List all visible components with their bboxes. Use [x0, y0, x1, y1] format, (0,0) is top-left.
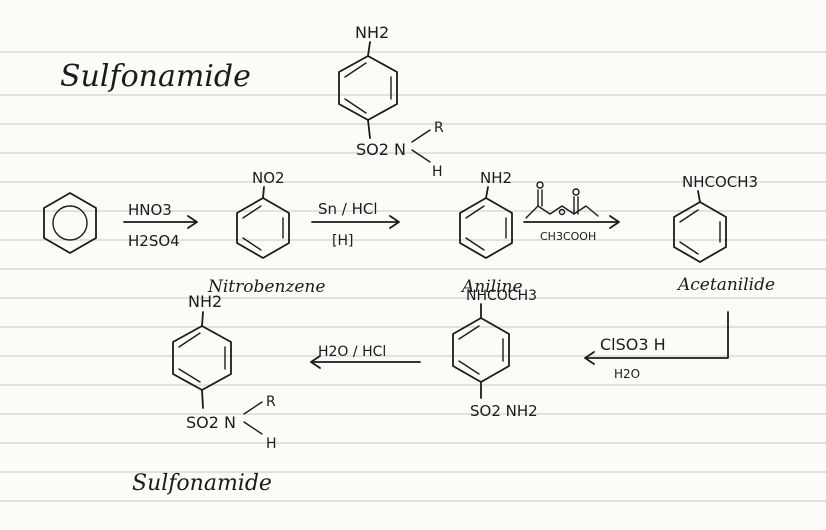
- nitro-name: Nitrobenzene: [207, 277, 325, 297]
- top-nh2-label: NH2: [355, 23, 389, 42]
- acetanilide-group-label: NHCOCH3: [682, 173, 758, 191]
- structure-sulfonamide-final: NH2 SO2 N R H: [172, 292, 277, 452]
- arrow-step5: H2O / HCl: [310, 344, 421, 369]
- final-h-label: H: [266, 436, 277, 452]
- structure-aniline: NH2 Aniline: [459, 169, 523, 297]
- structure-intermediate: NHCOCH3 SO2 NH2: [452, 288, 538, 420]
- structure-acetanilide: NHCOCH3 Acetanilide: [673, 173, 775, 295]
- aniline-nh2-label: NH2: [480, 169, 512, 187]
- step2-reagent-above: Sn / HCl: [318, 200, 378, 218]
- nitro-no2-label: NO2: [252, 169, 285, 187]
- intermediate-top-label: NHCOCH3: [466, 288, 537, 304]
- structure-sulfonamide-top: NH2 SO2 N R H: [338, 23, 444, 180]
- final-so2n-label: SO2 N: [186, 413, 236, 432]
- arrow-step2: Sn / HCl [H]: [311, 200, 400, 249]
- structure-benzene: [43, 192, 97, 254]
- final-r-label: R: [266, 394, 276, 410]
- step3-reagent-below: CH3COOH: [540, 230, 596, 243]
- top-r-label: R: [434, 120, 444, 136]
- page-title: Sulfonamide: [60, 59, 251, 94]
- top-h-label: H: [432, 164, 443, 180]
- arrow-step3: CH3COOH: [523, 181, 620, 243]
- step4-reagent-below: H2O: [614, 367, 640, 381]
- step2-reagent-below: [H]: [332, 233, 353, 249]
- arrow-step1: HNO3 H2SO4: [123, 201, 198, 250]
- top-so2n-label: SO2 N: [356, 140, 406, 159]
- aniline-name: Aniline: [460, 277, 523, 297]
- benzene-ring: [338, 55, 398, 121]
- step5-reagent-above: H2O / HCl: [318, 344, 386, 360]
- step1-reagent-above: HNO3: [128, 201, 172, 219]
- intermediate-bottom-label: SO2 NH2: [470, 402, 538, 420]
- acetanilide-name: Acetanilide: [676, 275, 775, 295]
- acetic-anhydride-structure: [525, 181, 599, 219]
- ruled-lines: [0, 51, 826, 502]
- step1-reagent-below: H2SO4: [128, 232, 180, 250]
- arrow-step4: ClSO3 H H2O: [584, 311, 729, 381]
- structure-nitrobenzene: NO2 Nitrobenzene: [207, 169, 325, 297]
- final-product-label: Sulfonamide: [132, 471, 272, 496]
- step4-reagent-above: ClSO3 H: [600, 335, 666, 354]
- final-nh2-label: NH2: [188, 292, 222, 311]
